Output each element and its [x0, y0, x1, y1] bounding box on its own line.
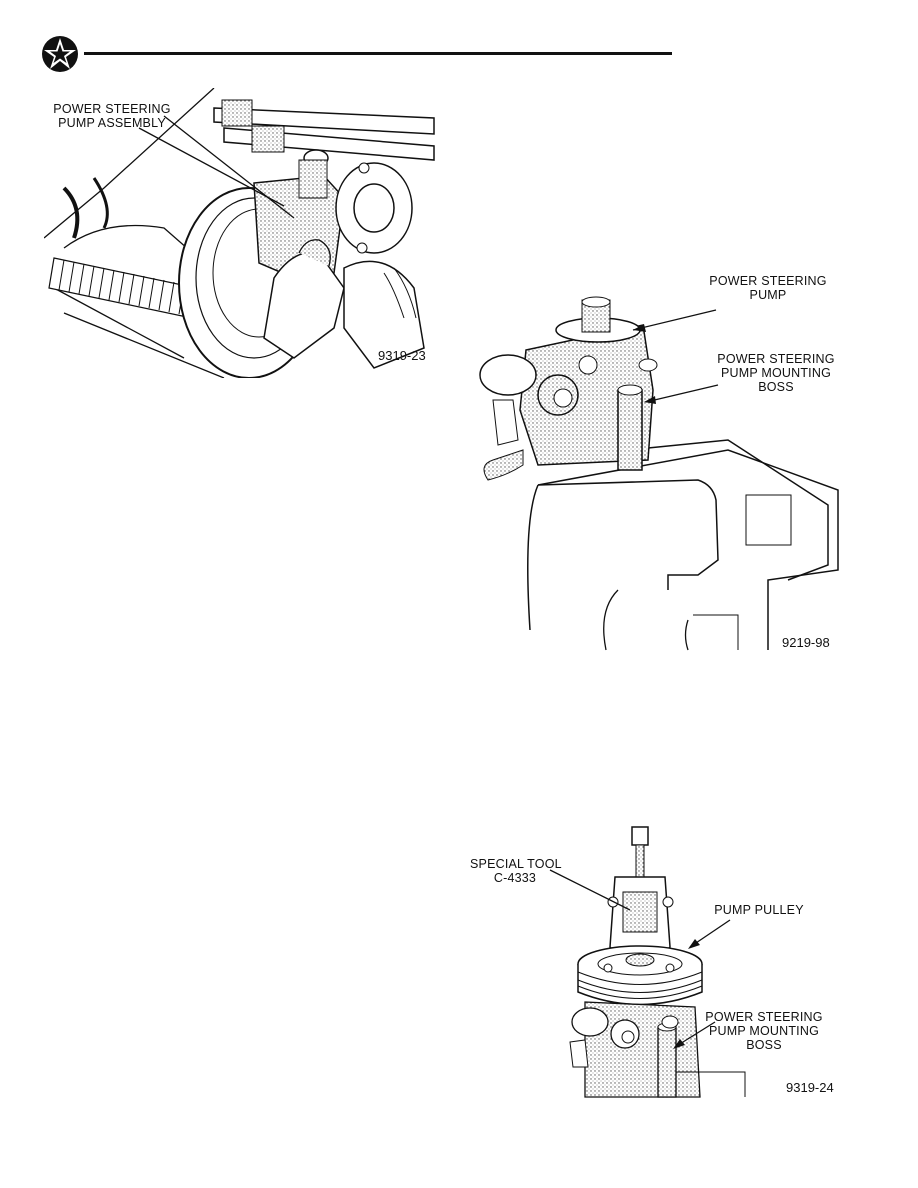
figure-pump-in-vise — [468, 290, 868, 660]
label-pump-pulley: PUMP PULLEY — [714, 903, 804, 917]
label-mounting-boss-2: POWER STEERING PUMP MOUNTING BOSS — [705, 1010, 823, 1052]
label-special-tool: SPECIAL TOOL C-4333 — [470, 857, 562, 885]
figure-number-3: 9319-24 — [786, 1080, 834, 1095]
figure-pump-assembly-removal — [44, 88, 444, 378]
pump-removal-illustration — [44, 88, 435, 378]
figure-pulley-removal — [530, 822, 830, 1107]
pump-vise-illustration — [479, 296, 839, 651]
label-pump: POWER STEERING PUMP — [709, 274, 827, 302]
figure-number-2: 9219-98 — [782, 635, 830, 650]
label-pump-assembly: POWER STEERING PUMP ASSEMBLY — [53, 102, 171, 130]
header-rule — [84, 52, 672, 55]
pentastar-icon — [42, 36, 78, 72]
figure-number-1: 9319-23 — [378, 348, 426, 363]
pulley-removal-illustration — [549, 826, 746, 1098]
label-mounting-boss: POWER STEERING PUMP MOUNTING BOSS — [717, 352, 835, 394]
